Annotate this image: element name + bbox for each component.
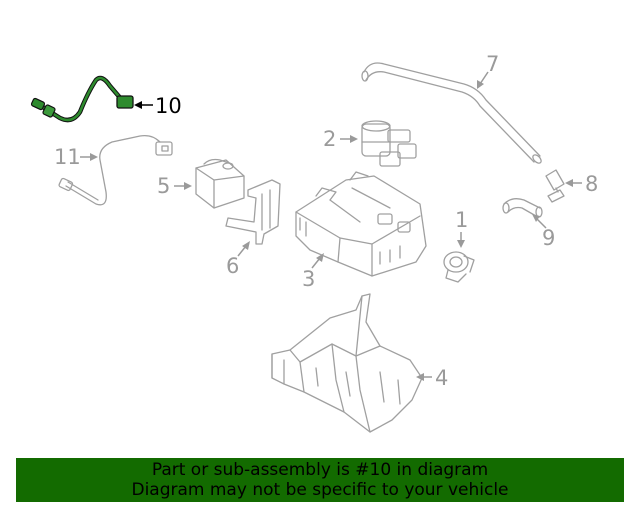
callout-9: 9 [532,214,555,250]
part-10-oxygen-sensor[interactable] [30,75,134,123]
svg-text:10: 10 [155,94,182,118]
callout-1: 1 [455,208,468,248]
callout-8: 8 [565,172,598,196]
svg-text:4: 4 [435,366,448,390]
svg-text:3: 3 [302,267,315,291]
part-2-purge-valve [361,120,417,167]
svg-text:1: 1 [455,208,468,232]
callout-7: 7 [477,52,499,89]
part-11-oxygen-sensor [58,134,173,206]
part-8-fitting [545,169,565,203]
part-5-filter [195,158,245,209]
callout-6: 6 [226,241,250,278]
banner-line-1: Part or sub-assembly is #10 in diagram [151,460,489,480]
svg-text:11: 11 [54,145,81,169]
callout-3: 3 [302,253,324,291]
svg-text:2: 2 [323,127,336,151]
svg-text:8: 8 [585,172,598,196]
part-4-tray [271,293,423,433]
svg-text:6: 6 [226,254,239,278]
svg-text:7: 7 [486,52,499,76]
callout-5: 5 [157,174,192,198]
part-7-hose [361,62,542,164]
part-9-hose [502,198,543,218]
callout-4: 4 [416,366,448,390]
svg-text:9: 9 [542,226,555,250]
callout-2: 2 [323,127,358,151]
part-1-valve [443,251,475,283]
part-6-bracket [225,179,281,245]
callout-11: 11 [54,145,98,169]
svg-text:5: 5 [157,174,170,198]
info-banner: Part or sub-assembly is #10 in diagram D… [16,458,624,502]
part-3-canister [295,171,427,277]
banner-line-2: Diagram may not be specific to your vehi… [131,480,509,500]
callout-10: 10 [134,94,182,118]
